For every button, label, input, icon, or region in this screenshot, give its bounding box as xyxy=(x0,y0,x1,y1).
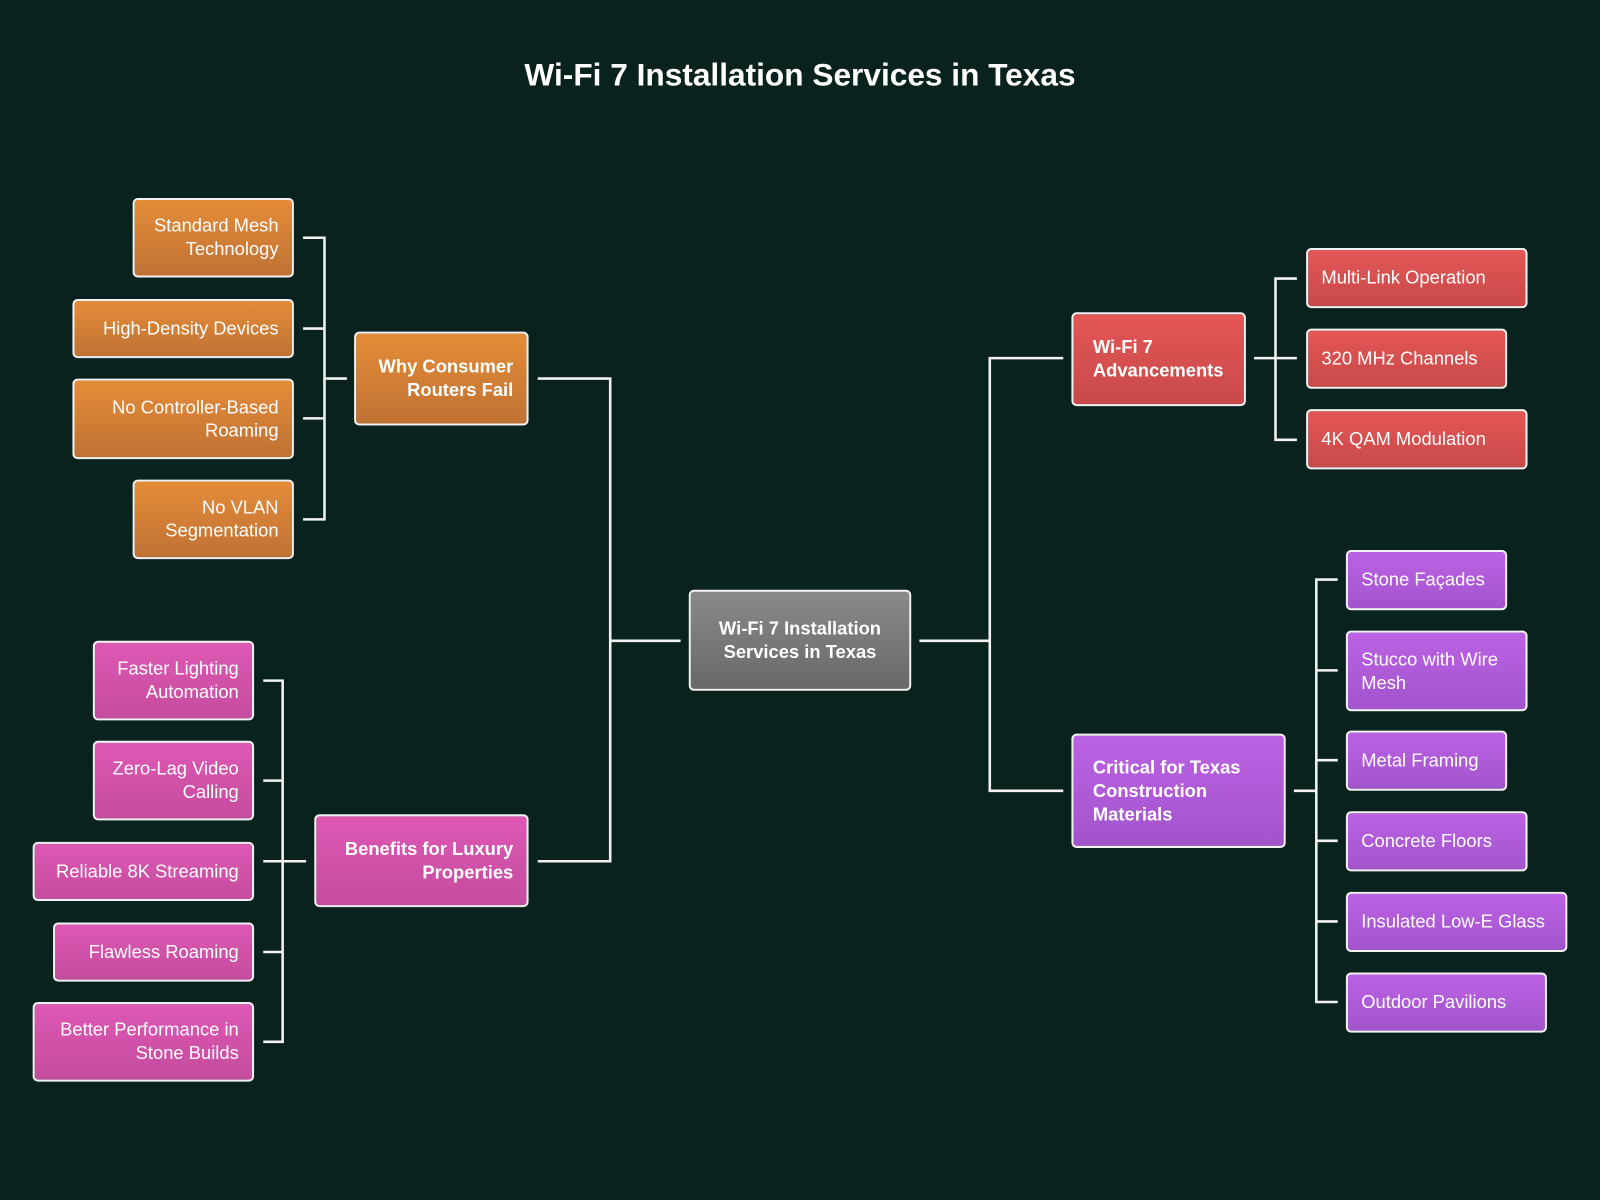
leaf-node[interactable]: 320 MHz Channels xyxy=(1306,328,1508,389)
leaf-node[interactable]: High-Density Devices xyxy=(72,298,294,359)
diagram-title: Wi-Fi 7 Installation Services in Texas xyxy=(524,57,1076,93)
leaf-node[interactable]: Outdoor Pavilions xyxy=(1345,972,1547,1033)
connector-root-left xyxy=(537,377,681,863)
root-node[interactable]: Wi-Fi 7 Installation Services in Texas xyxy=(688,589,912,691)
leaf-node[interactable]: Zero-Lag Video Calling xyxy=(92,740,255,821)
connector-materials xyxy=(1293,578,1338,1004)
connector-advancements xyxy=(1254,277,1297,442)
leaf-node[interactable]: Reliable 8K Streaming xyxy=(32,841,255,902)
leaf-node[interactable]: Concrete Floors xyxy=(1345,811,1528,872)
leaf-node[interactable]: Standard Mesh Technology xyxy=(132,197,294,278)
leaf-node[interactable]: No VLAN Segmentation xyxy=(132,479,294,560)
branch-wifi7-advancements[interactable]: Wi-Fi 7 Advancements xyxy=(1071,312,1246,407)
leaf-node[interactable]: Metal Framing xyxy=(1345,730,1508,791)
branch-why-consumer-routers-fail[interactable]: Why Consumer Routers Fail xyxy=(354,331,529,426)
leaf-node[interactable]: Flawless Roaming xyxy=(53,922,255,982)
connector-root-right xyxy=(919,356,1064,793)
leaf-node[interactable]: Multi-Link Operation xyxy=(1306,247,1528,309)
leaf-node[interactable]: Stone Façades xyxy=(1345,549,1508,611)
leaf-node[interactable]: 4K QAM Modulation xyxy=(1306,409,1528,470)
leaf-node[interactable]: Faster Lighting Automation xyxy=(92,640,255,721)
leaf-node[interactable]: Better Performance in Stone Builds xyxy=(32,1002,255,1082)
connector-benefits xyxy=(263,679,307,1044)
branch-texas-construction-materials[interactable]: Critical for Texas Construction Material… xyxy=(1071,733,1286,848)
leaf-node[interactable]: No Controller-Based Roaming xyxy=(72,378,294,460)
branch-benefits-luxury[interactable]: Benefits for Luxury Properties xyxy=(314,814,529,908)
leaf-node[interactable]: Stucco with Wire Mesh xyxy=(1345,630,1528,712)
leaf-node[interactable]: Insulated Low-E Glass xyxy=(1345,891,1568,953)
connector-why xyxy=(303,236,347,521)
